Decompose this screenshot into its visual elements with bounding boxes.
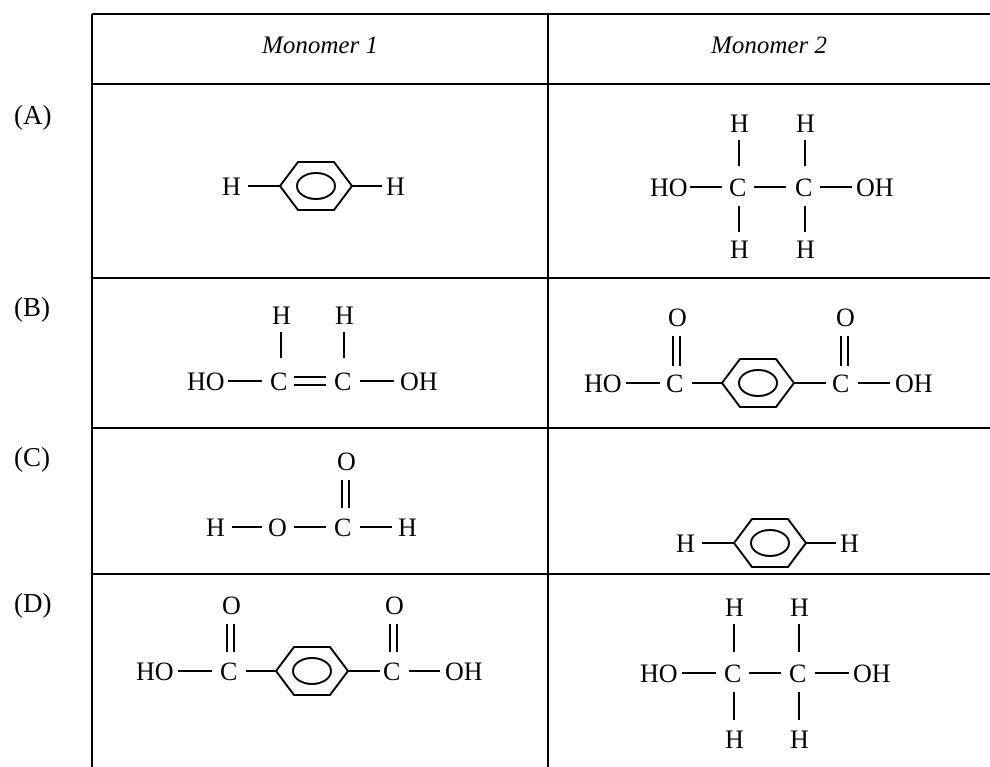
svg-text:O: O	[836, 303, 855, 332]
svg-text:H: H	[796, 109, 815, 138]
svg-text:C: C	[220, 657, 237, 686]
svg-text:O: O	[385, 591, 404, 620]
svg-text:H: H	[206, 513, 225, 542]
header-monomer-1: Monomer 1	[262, 32, 378, 59]
row-label-d: (D)	[14, 588, 52, 618]
svg-text:H: H	[796, 235, 815, 264]
svg-text:H: H	[790, 593, 809, 622]
svg-text:HO: HO	[640, 659, 678, 688]
svg-text:OH: OH	[856, 173, 894, 202]
svg-text:H: H	[725, 725, 744, 754]
header-monomer-2: Monomer 2	[711, 32, 827, 59]
structure-c-monomer-1: O H O C H	[206, 447, 417, 542]
svg-text:H: H	[730, 235, 749, 264]
svg-text:C: C	[795, 173, 812, 202]
svg-text:H: H	[398, 513, 417, 542]
svg-text:H: H	[335, 301, 354, 330]
svg-text:C: C	[334, 367, 351, 396]
svg-text:H: H	[386, 172, 405, 201]
svg-text:H: H	[676, 529, 695, 558]
svg-text:C: C	[666, 369, 683, 398]
svg-text:C: C	[270, 367, 287, 396]
structure-b-monomer-1: H H HO C C OH	[187, 301, 438, 396]
svg-text:OH: OH	[853, 659, 891, 688]
svg-text:O: O	[668, 303, 687, 332]
svg-text:OH: OH	[400, 367, 438, 396]
row-label-b: (B)	[14, 292, 50, 322]
svg-text:H: H	[840, 529, 859, 558]
svg-text:HO: HO	[136, 657, 174, 686]
row-label-c: (C)	[14, 442, 50, 472]
row-label-a: (A)	[14, 100, 52, 130]
svg-text:C: C	[729, 173, 746, 202]
svg-text:H: H	[725, 593, 744, 622]
svg-text:OH: OH	[445, 657, 483, 686]
svg-text:C: C	[832, 369, 849, 398]
structure-d-monomer-2: H H HO C C OH H H	[640, 593, 891, 754]
svg-text:H: H	[222, 172, 241, 201]
structure-a-monomer-2: H H HO C C OH H H	[650, 109, 894, 264]
svg-text:H: H	[790, 725, 809, 754]
svg-text:OH: OH	[895, 369, 933, 398]
svg-text:C: C	[724, 659, 741, 688]
svg-text:O: O	[222, 591, 241, 620]
svg-text:C: C	[334, 513, 351, 542]
svg-text:C: C	[383, 657, 400, 686]
structure-b-monomer-2: O HO C O C OH	[584, 303, 933, 408]
svg-text:O: O	[268, 513, 287, 542]
svg-text:C: C	[789, 659, 806, 688]
svg-text:H: H	[272, 301, 291, 330]
svg-text:H: H	[730, 109, 749, 138]
svg-text:O: O	[337, 447, 356, 476]
svg-text:HO: HO	[584, 369, 622, 398]
structure-c-monomer-2: H H	[676, 518, 859, 568]
svg-text:HO: HO	[650, 173, 688, 202]
structure-d-monomer-1: O HO C O C OH	[136, 591, 483, 696]
svg-text:HO: HO	[187, 367, 225, 396]
structure-a-monomer-1: H H	[222, 161, 405, 211]
